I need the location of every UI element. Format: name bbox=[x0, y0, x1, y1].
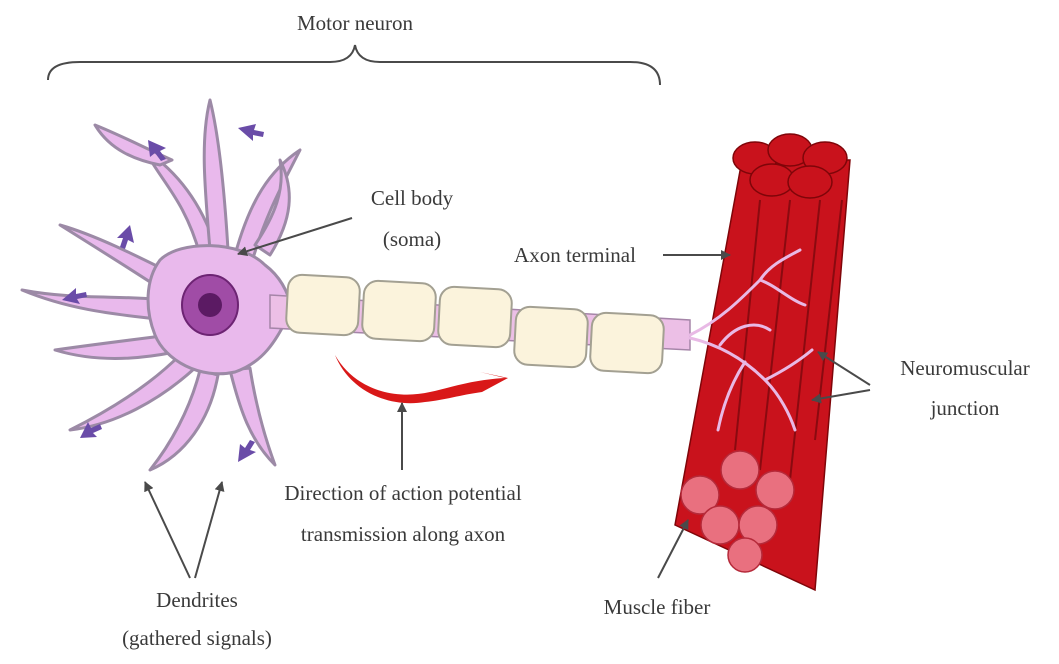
direction-label-line1: Direction of action potential bbox=[284, 481, 522, 505]
neuromuscular-label-line2: junction bbox=[930, 396, 1000, 420]
direction-label-line2: transmission along axon bbox=[301, 522, 506, 546]
motor-neuron-brace bbox=[48, 45, 660, 85]
dendrites-leader-right bbox=[195, 482, 222, 578]
action-potential-arrow bbox=[335, 355, 508, 403]
nucleolus bbox=[198, 293, 222, 317]
axon-terminal-label: Axon terminal bbox=[514, 243, 636, 267]
muscle-fiber-label: Muscle fiber bbox=[604, 595, 711, 619]
dendrites-label-line1: Dendrites bbox=[156, 588, 238, 612]
motor-neuron-label: Motor neuron bbox=[297, 11, 414, 35]
dendrites-label-line2: (gathered signals) bbox=[122, 626, 272, 650]
dendrites-leader-left bbox=[145, 482, 190, 578]
cell-body-label: Cell body bbox=[371, 186, 454, 210]
soma-label: (soma) bbox=[383, 227, 441, 251]
muscle-fiber-bundle bbox=[675, 134, 850, 590]
muscle-fiber-leader bbox=[658, 520, 688, 578]
myelin-sheaths bbox=[286, 274, 665, 374]
neuromuscular-label-line1: Neuromuscular bbox=[900, 356, 1029, 380]
